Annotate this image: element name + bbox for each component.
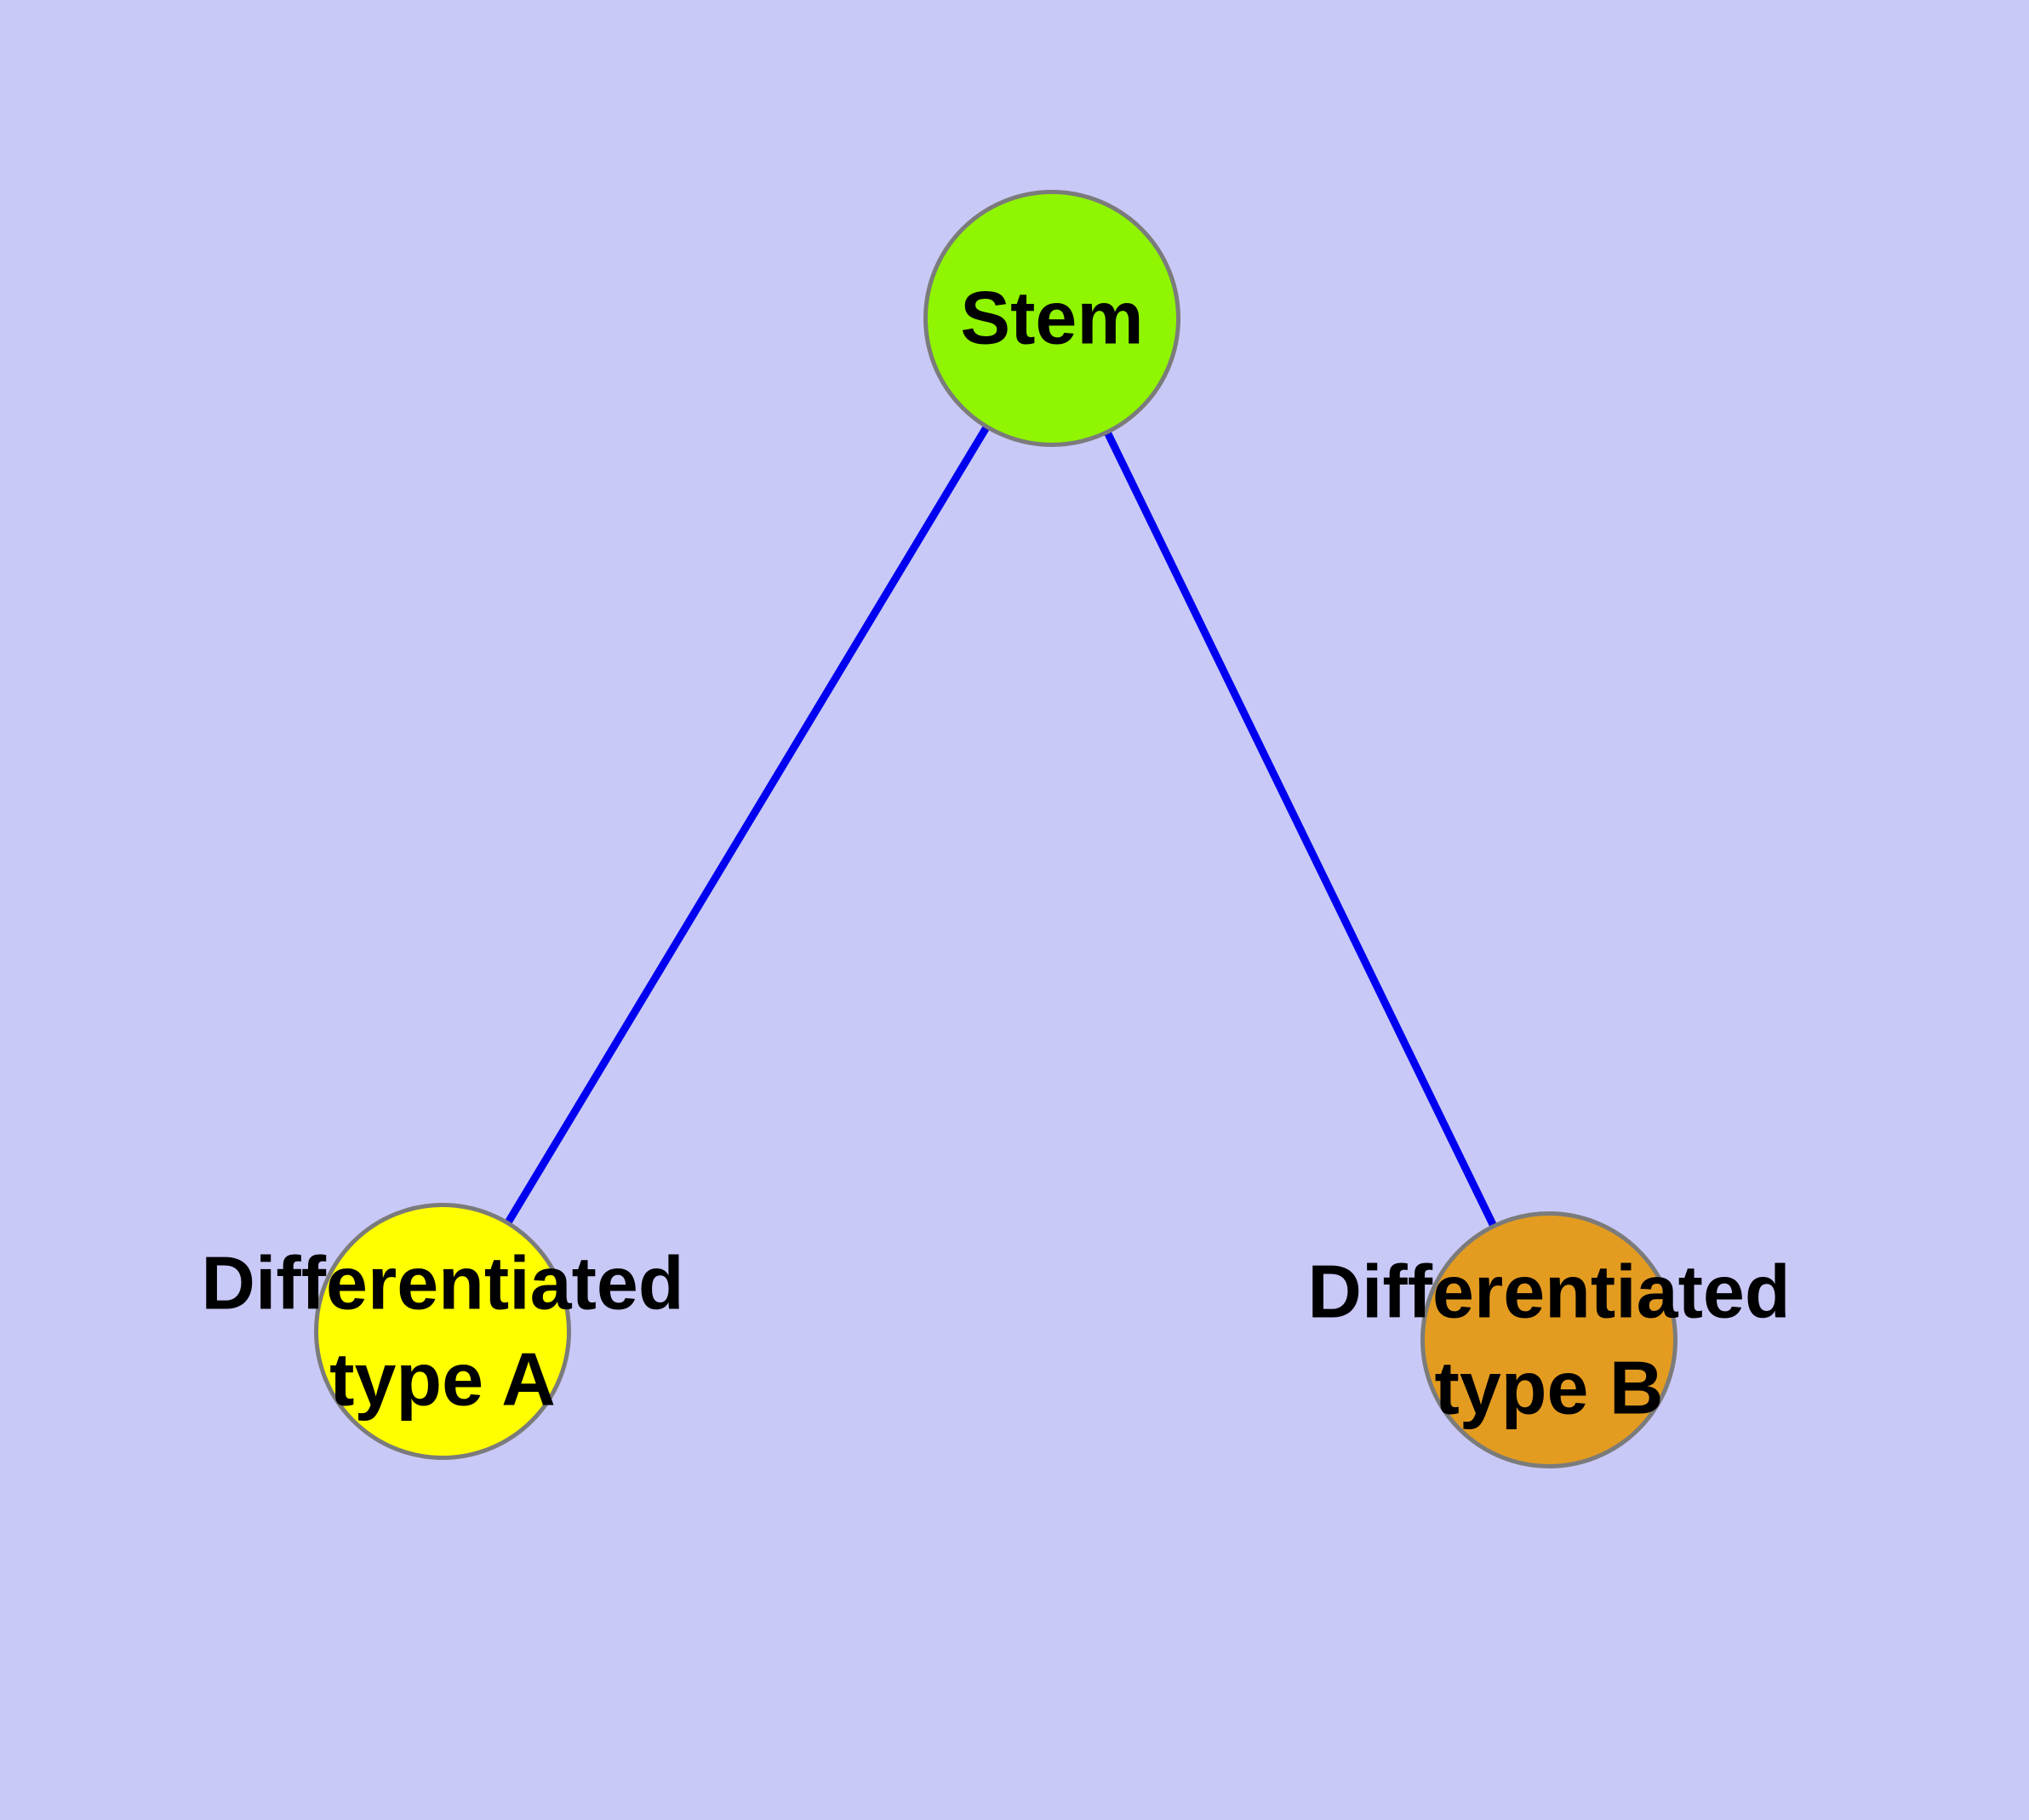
edge-stem-to-typeB <box>1048 317 1553 1342</box>
node-stem[interactable]: Stem <box>923 190 1180 447</box>
edge-stem-to-typeA <box>439 316 1055 1334</box>
node-differentiated-type-a[interactable]: Differentiated type A <box>201 1203 684 1460</box>
node-differentiated-type-b[interactable]: Differentiated type B <box>1307 1211 1791 1468</box>
